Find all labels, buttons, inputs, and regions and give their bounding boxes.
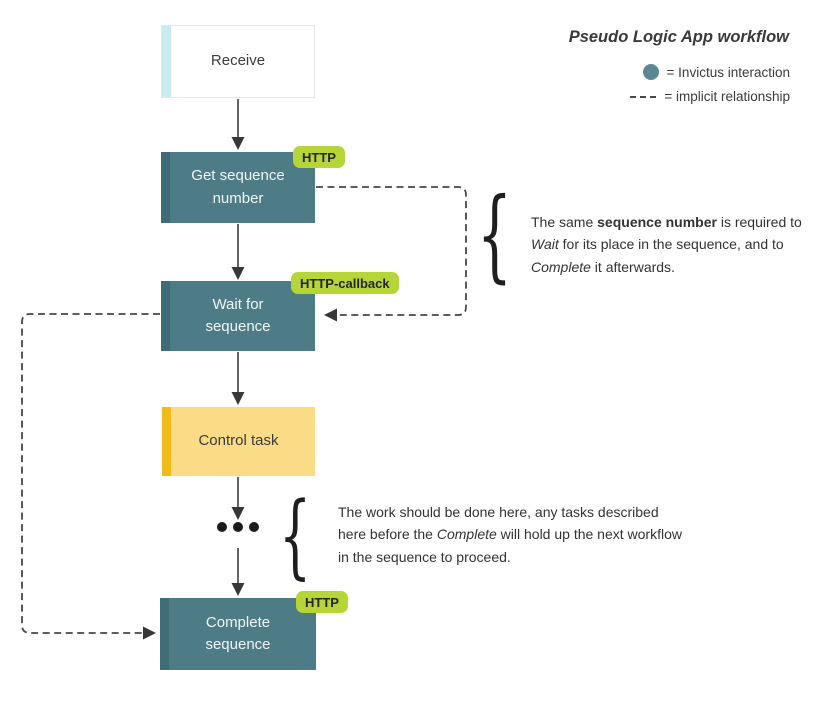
dot-icon — [217, 522, 227, 532]
node-accent-strip — [160, 598, 169, 670]
diagram-title: Pseudo Logic App workflow — [568, 28, 789, 46]
http-callback-badge: HTTP-callback — [291, 272, 399, 294]
node-label: Wait for sequence — [205, 295, 271, 336]
implicit-edge-wait-to-complete — [21, 313, 160, 640]
node-wait-for-sequence: Wait for sequence — [161, 281, 315, 351]
dot-icon — [249, 522, 259, 532]
node-label: Complete sequence — [205, 613, 271, 654]
node-accent-strip — [161, 152, 170, 223]
node-receive: Receive — [161, 25, 315, 98]
node-label: Get sequence number — [191, 167, 285, 207]
node-accent-strip — [162, 26, 171, 97]
node-label: Control task — [198, 432, 279, 450]
legend: = Invictus interaction = implicit relati… — [490, 64, 790, 113]
ellipsis-dots-icon — [217, 522, 259, 532]
http-badge: HTTP — [296, 591, 348, 613]
node-complete-sequence: Complete sequence — [160, 598, 316, 670]
node-accent-strip — [162, 407, 171, 476]
curly-brace-icon: { — [477, 176, 512, 293]
annotation-work-note: The work should be done here, any tasks … — [338, 504, 682, 565]
legend-label: = implicit relationship — [664, 89, 790, 104]
legend-item-invictus: = Invictus interaction — [490, 64, 790, 80]
invictus-circle-icon — [642, 64, 659, 80]
annotation-sequence-number: The same sequence number is required to … — [531, 214, 802, 275]
node-accent-strip — [161, 281, 170, 351]
node-label: Receive — [210, 52, 266, 70]
legend-label: = Invictus interaction — [666, 64, 790, 80]
dot-icon — [233, 522, 243, 532]
curly-brace-icon: { — [279, 482, 312, 589]
http-badge: HTTP — [293, 146, 345, 168]
node-control-task: Control task — [162, 407, 315, 476]
node-get-sequence-number: Get sequence number — [161, 152, 315, 223]
legend-item-implicit: = implicit relationship — [490, 89, 790, 104]
implicit-edge-get-to-wait — [316, 186, 467, 322]
dashed-line-icon — [630, 95, 657, 98]
